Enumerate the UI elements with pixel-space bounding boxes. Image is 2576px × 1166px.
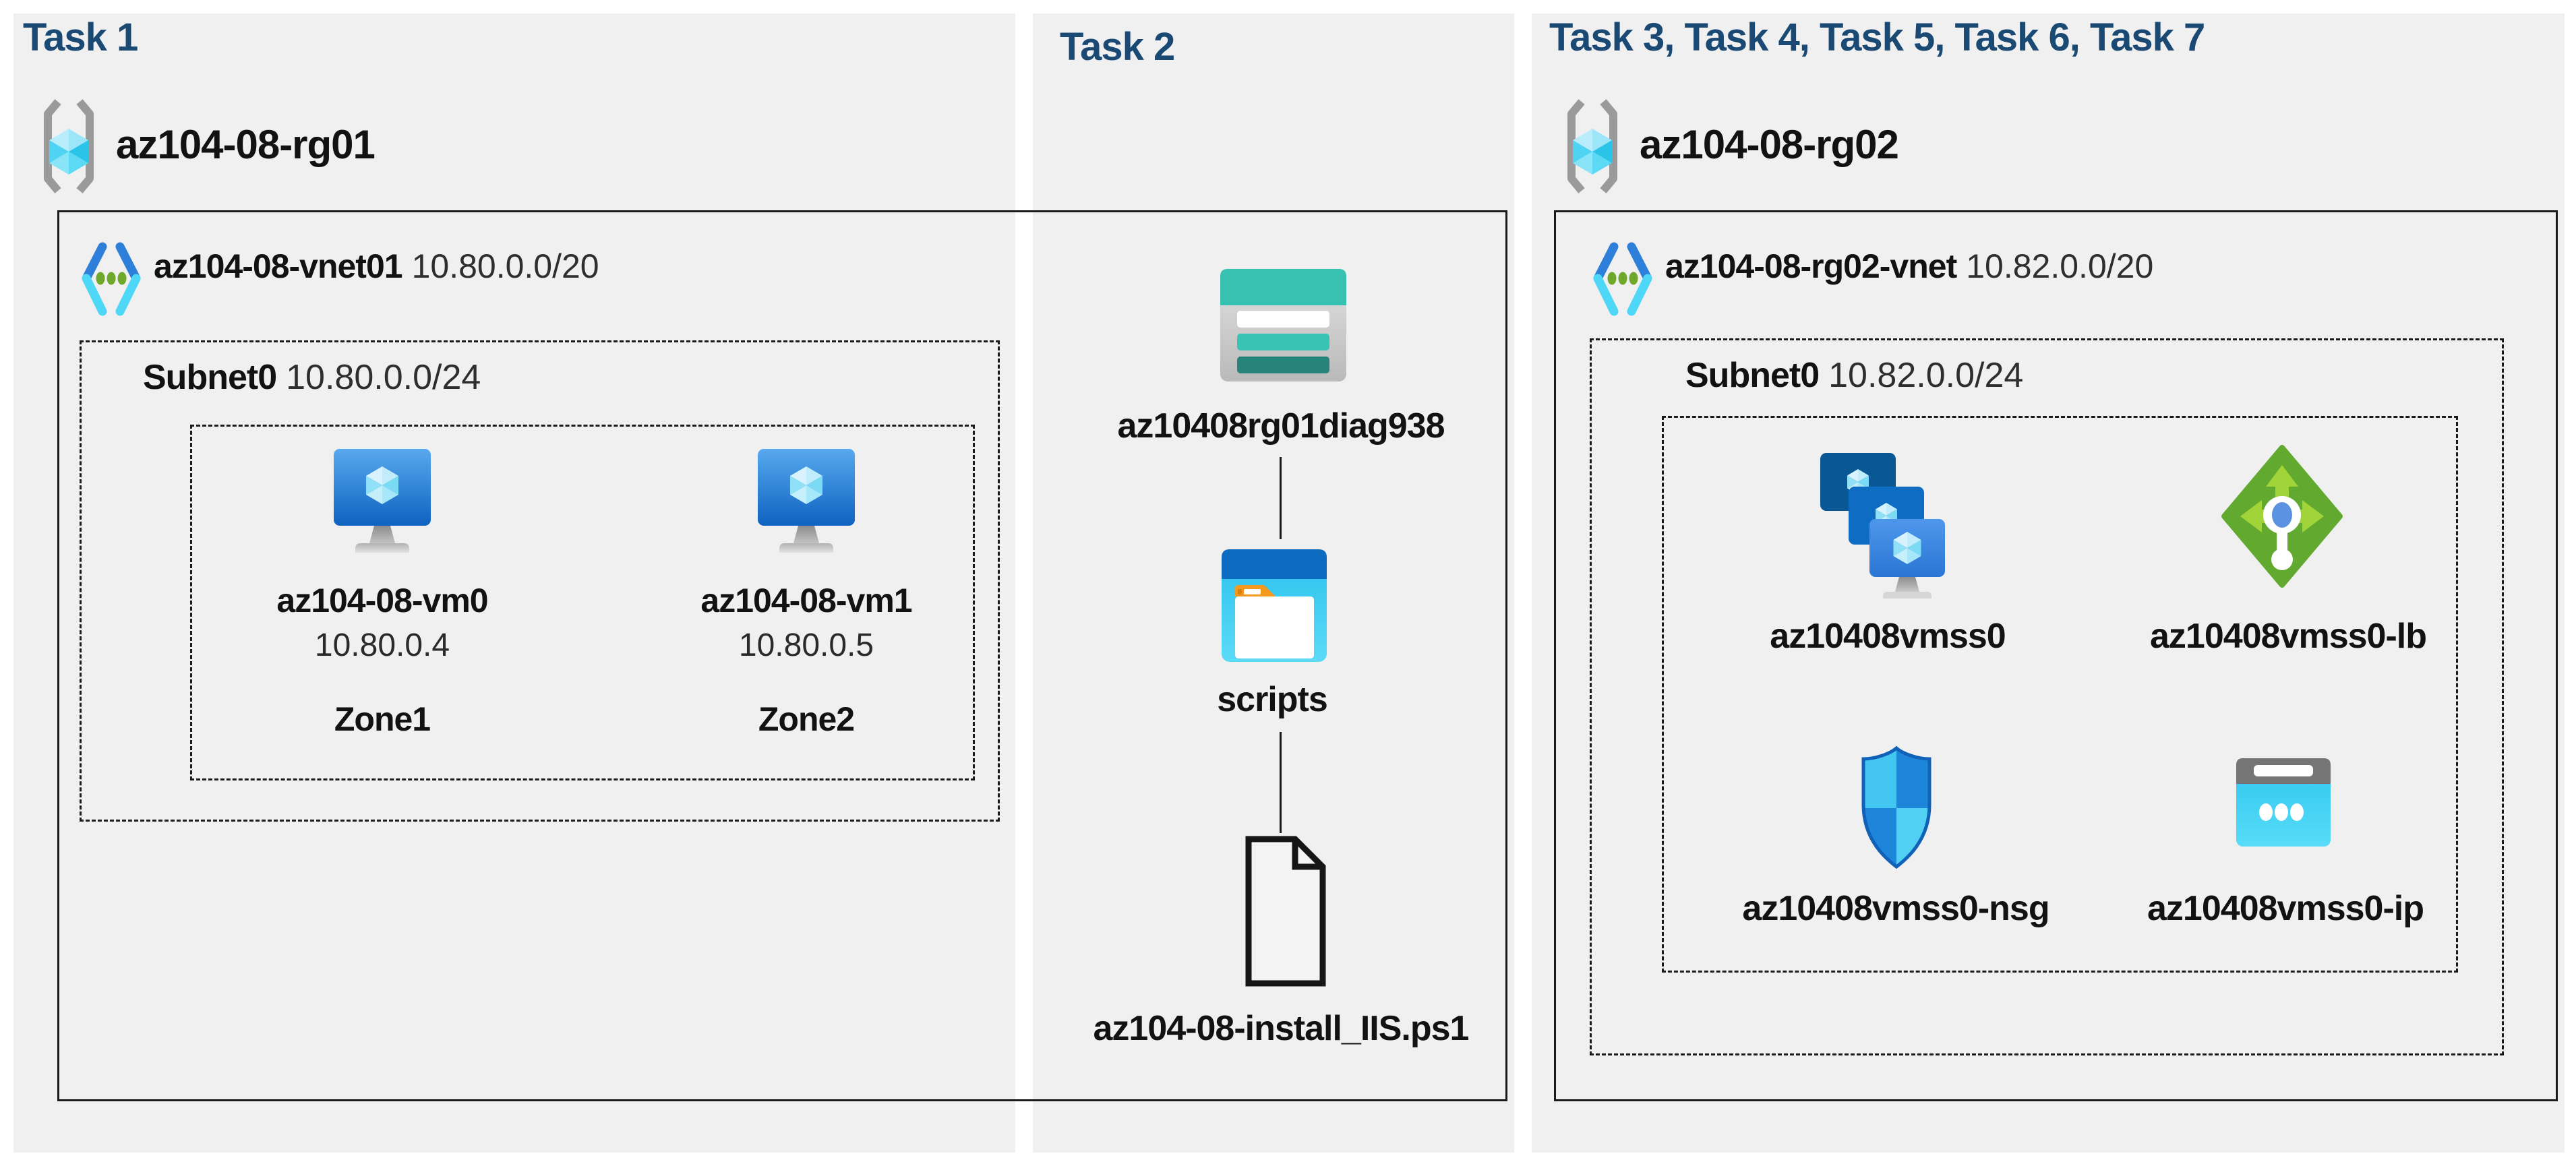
connector-storage-scripts [1280, 457, 1282, 539]
vnet1-name: az104-08-vnet01 [154, 247, 403, 285]
ps1-file-icon [1244, 834, 1327, 988]
vm1-name: az104-08-vm1 [700, 582, 912, 619]
rg1-label: az104-08-rg01 [116, 122, 376, 167]
vnet2-cidr: 10.82.0.0/20 [1966, 247, 2154, 285]
vm-group-box [190, 425, 975, 780]
public-ip-icon [2236, 758, 2331, 847]
load-balancer-icon [2221, 445, 2343, 588]
virtual-network-icon [1591, 240, 1654, 319]
subnet2-cidr: 10.82.0.0/24 [1828, 356, 2024, 395]
scripts-label: scripts [1217, 680, 1328, 719]
vmss-label: az10408vmss0 [1770, 617, 2006, 656]
nsg-shield-icon [1855, 743, 1938, 872]
storage-account-icon [1220, 269, 1346, 381]
lb-label: az10408vmss0-lb [2150, 617, 2427, 656]
resource-group-icon [39, 96, 98, 196]
task2-title: Task 2 [1060, 25, 1175, 69]
connector-scripts-file [1280, 732, 1282, 833]
storage-account-label: az10408rg01diag938 [1117, 406, 1445, 446]
task1-title: Task 1 [23, 16, 138, 59]
task3-title: Task 3, Task 4, Task 5, Task 6, Task 7 [1549, 16, 2205, 59]
virtual-machine-icon [758, 449, 855, 558]
public-ip-label: az10408vmss0-ip [2147, 889, 2424, 928]
virtual-network-icon [80, 240, 143, 319]
vm1-zone: Zone2 [758, 700, 855, 738]
subnet2-name: Subnet0 [1685, 356, 1820, 395]
vnet1-cidr: 10.80.0.0/20 [411, 247, 599, 285]
vm0-name: az104-08-vm0 [276, 582, 488, 619]
task3-panel [1532, 13, 2565, 1153]
ps1-file-label: az104-08-install_IIS.ps1 [1093, 1009, 1470, 1048]
subnet0-box-vnet02 [1590, 338, 2504, 1055]
resource-group-icon [1563, 96, 1622, 196]
vm-scale-set-icon [1820, 453, 1945, 601]
subnet1-name: Subnet0 [143, 358, 277, 397]
vnet2-name: az104-08-rg02-vnet [1665, 247, 1957, 285]
subnet1-cidr: 10.80.0.0/24 [286, 358, 481, 397]
vnet02-boundary-box [1554, 210, 2558, 1101]
virtual-machine-icon [334, 449, 431, 558]
task1-panel [13, 13, 1015, 1153]
vm0-ip: 10.80.0.4 [314, 627, 450, 663]
nsg-label: az10408vmss0-nsg [1742, 889, 2049, 928]
subnet0-box-vnet01 [80, 340, 1000, 822]
vmss-group-box [1662, 416, 2458, 973]
vm0-zone: Zone1 [334, 700, 431, 738]
scripts-folder-icon [1222, 549, 1327, 662]
vm1-ip: 10.80.0.5 [738, 627, 874, 663]
vnet01-boundary-box [57, 210, 1507, 1101]
rg2-label: az104-08-rg02 [1640, 122, 1899, 167]
